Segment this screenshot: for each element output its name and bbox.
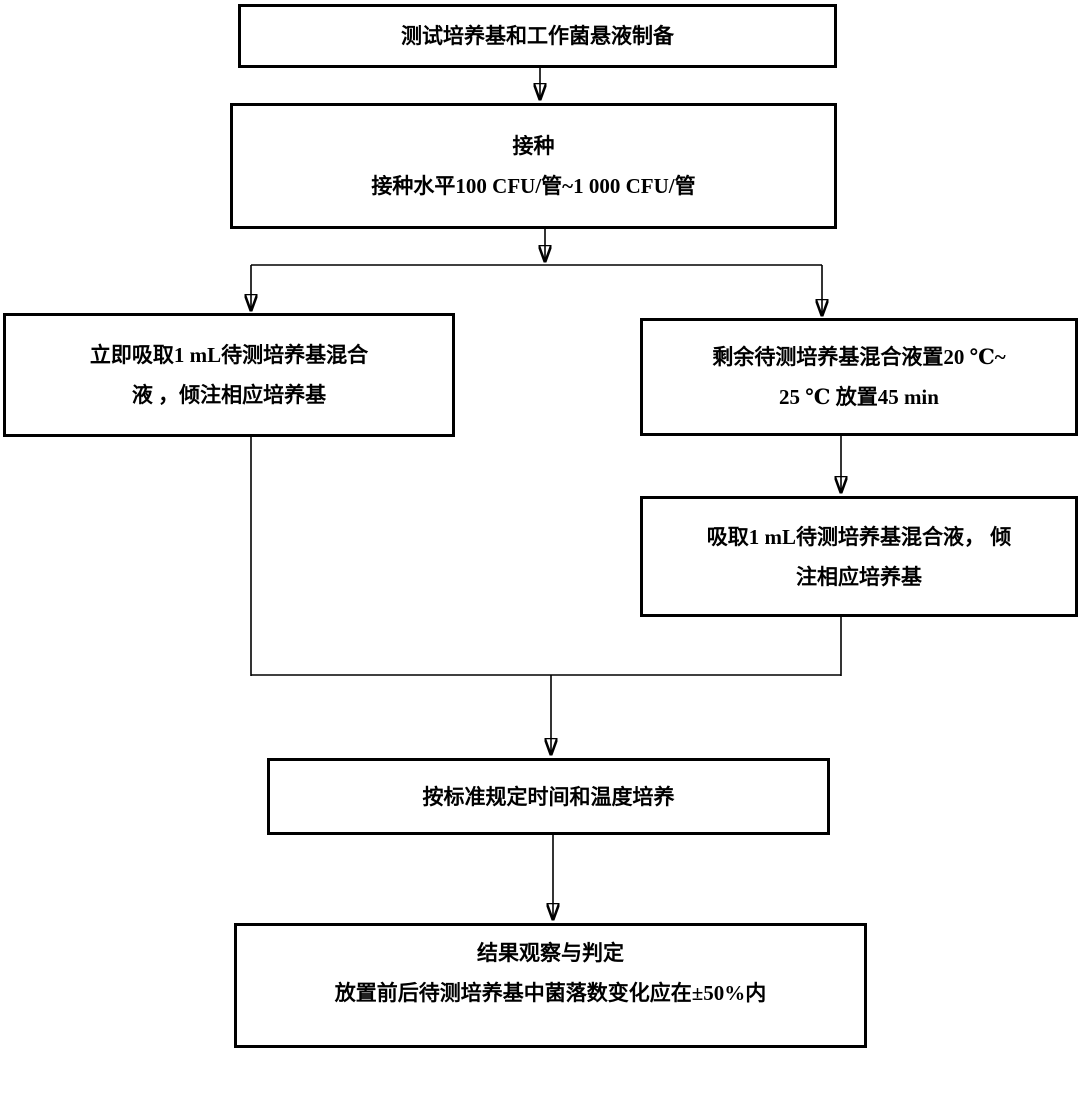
flowchart-node-immediate-pour: 立即吸取1 mL待测培养基混合 液 ，倾注相应培养基 bbox=[3, 313, 455, 437]
node-result-detail: 放置前后待测培养基中菌落数变化应在±50%内 bbox=[334, 980, 767, 1005]
node-immediate-pour-text-line2: 液 ，倾注相应培养基 bbox=[131, 383, 327, 407]
flowchart-node-inoculate: 接种 接种水平100 CFU/管~1 000 CFU/管 bbox=[230, 103, 837, 229]
node-immediate-pour-text-line1: 立即吸取1 mL待测培养基混合 bbox=[89, 343, 369, 367]
node-hold-text-line2: 25 ℃ 放置45 min bbox=[779, 385, 939, 409]
flowchart-node-result: 结果观察与判定 放置前后待测培养基中菌落数变化应在±50%内 bbox=[234, 923, 867, 1048]
node-prepare-text: 测试培养基和工作菌悬液制备 bbox=[401, 24, 674, 48]
flowchart-node-hold: 剩余待测培养基混合液置20 ℃~ 25 ℃ 放置45 min bbox=[640, 318, 1078, 436]
node-hold-text-line1: 剩余待测培养基混合液置20 ℃~ bbox=[712, 345, 1006, 369]
node-pour-after-hold-text-line2: 注相应培养基 bbox=[796, 564, 922, 589]
node-pour-after-hold-text-line1: 吸取1 mL待测培养基混合液， 倾 bbox=[706, 524, 1012, 549]
node-inoculate-title: 接种 bbox=[512, 134, 555, 158]
flowchart-node-incubate: 按标准规定时间和温度培养 bbox=[267, 758, 830, 835]
flowchart-node-prepare: 测试培养基和工作菌悬液制备 bbox=[238, 4, 837, 68]
flowchart-node-pour-after-hold: 吸取1 mL待测培养基混合液， 倾 注相应培养基 bbox=[640, 496, 1078, 617]
node-result-title: 结果观察与判定 bbox=[477, 940, 624, 965]
node-incubate-text: 按标准规定时间和温度培养 bbox=[422, 784, 675, 809]
node-inoculate-detail: 接种水平100 CFU/管~1 000 CFU/管 bbox=[371, 174, 696, 198]
